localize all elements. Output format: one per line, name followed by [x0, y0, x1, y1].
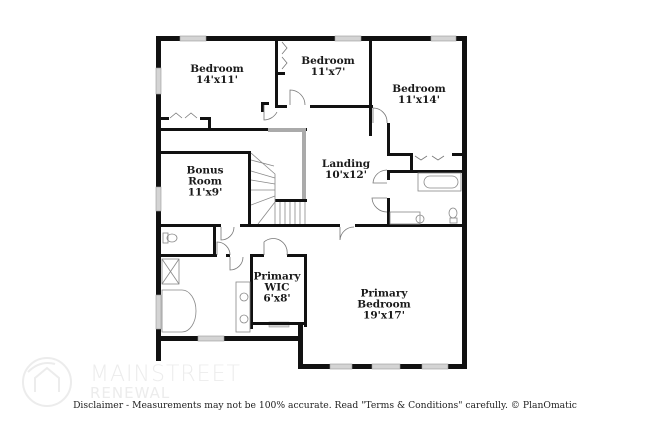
room-name: Bedroom [301, 55, 355, 67]
window [179, 35, 207, 42]
room-name: Bedroom [190, 63, 244, 75]
stair-railing [268, 128, 306, 199]
watermark-brand-line2: RENEWAL [90, 384, 171, 402]
room-label-bedroom-3: Bedroom 11'x14' [392, 84, 446, 106]
room-name: Primary [360, 287, 408, 300]
sink [415, 214, 425, 224]
window [329, 363, 353, 370]
room-name: WIC [264, 281, 290, 294]
room-label-primary-bedroom: Primary Bedroom 19'x17' [357, 287, 411, 322]
room-dimensions: 11'x14' [398, 94, 440, 106]
toilet [448, 207, 458, 219]
room-name: Landing [321, 158, 371, 170]
room-dimensions: 11'x9' [187, 186, 223, 199]
sink [239, 314, 249, 324]
room-label-landing: Landing 10'x12' [322, 159, 370, 181]
doors [169, 41, 445, 271]
window [197, 335, 225, 342]
room-name: Bonus [186, 164, 224, 177]
window [421, 363, 449, 370]
windows [155, 35, 457, 370]
vanity [389, 211, 421, 225]
bathtub [417, 172, 462, 192]
window [371, 363, 401, 370]
room-name: Bedroom [392, 83, 446, 95]
room-dimensions: 14'x11' [196, 74, 238, 86]
toilet [162, 232, 169, 244]
room-name: Primary [253, 270, 301, 283]
double-vanity [235, 281, 251, 333]
shower [161, 258, 180, 285]
room-dimensions: 19'x17' [363, 309, 405, 322]
room-name: Bedroom [357, 298, 411, 311]
room-name: Room [188, 175, 222, 188]
room-dimensions: 10'x12' [325, 169, 367, 181]
disclaimer-text: Disclaimer - Measurements may not be 100… [73, 400, 577, 411]
room-label-bonus-room: Bonus Room 11'x9' [186, 164, 224, 199]
bathtub [161, 289, 197, 333]
window [155, 294, 162, 330]
window [430, 35, 457, 42]
watermark-logo-icon [22, 357, 72, 407]
window [334, 35, 362, 42]
window [155, 67, 162, 95]
fixtures [161, 172, 462, 333]
sink [239, 292, 249, 302]
watermark-brand-line1: MAINSTREET [90, 362, 241, 387]
room-label-bedroom-1: Bedroom 14'x11' [190, 64, 244, 86]
room-label-primary-wic: Primary WIC 6'x8' [253, 270, 301, 305]
window [155, 186, 162, 212]
staircase [250, 152, 306, 225]
room-label-bedroom-2: Bedroom 11'x7' [301, 56, 355, 78]
interior-walls [161, 36, 465, 329]
room-dimensions: 11'x7' [310, 66, 346, 78]
room-dimensions: 6'x8' [263, 292, 291, 305]
